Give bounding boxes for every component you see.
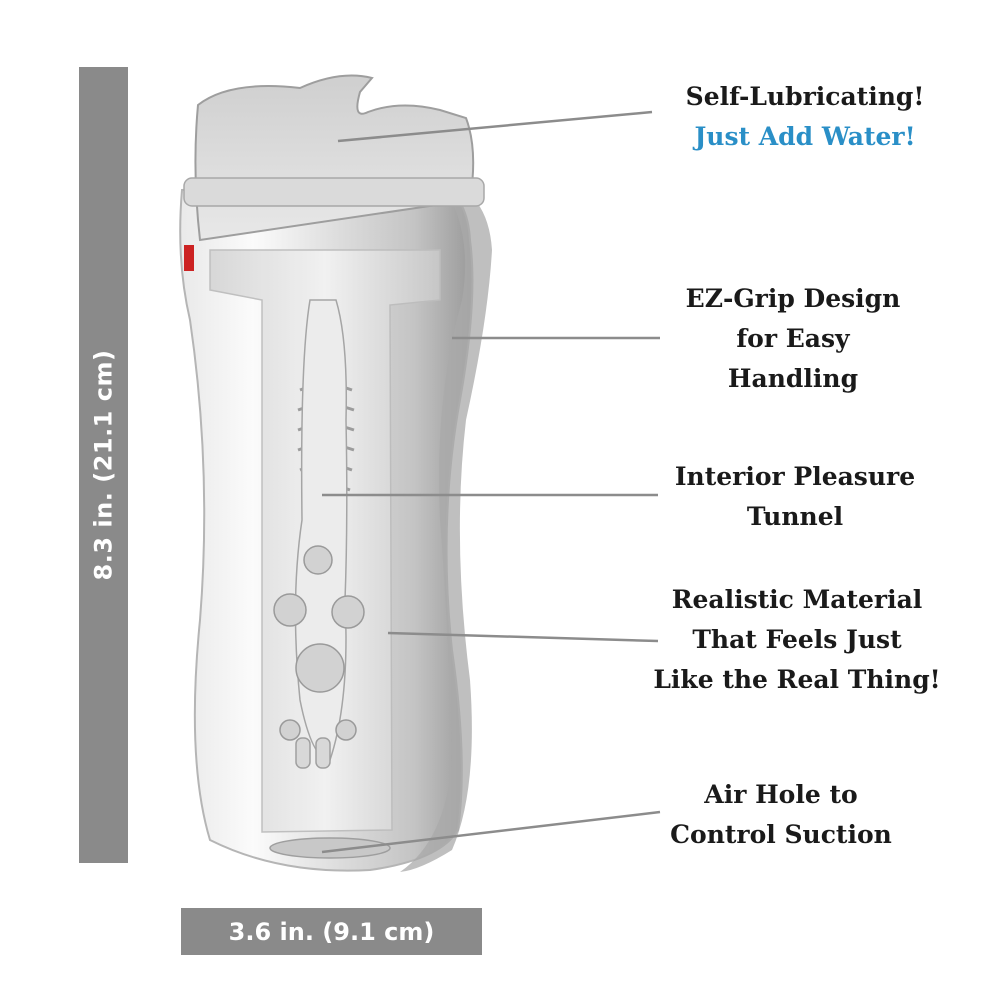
callout-realistic-material: Realistic Material That Feels Just Like … <box>632 580 962 700</box>
leader-line-1 <box>337 110 653 143</box>
callout-line: Control Suction <box>670 820 892 849</box>
callout-line: Tunnel <box>746 502 844 531</box>
leader-line-4 <box>387 631 659 643</box>
callout-line: Handling <box>727 364 859 393</box>
height-label: 8.3 in. (21.1 cm) <box>89 349 118 581</box>
callout-line: That Feels Just <box>692 625 902 654</box>
air-hole-tabs <box>295 737 331 769</box>
callout-line: Interior Pleasure <box>674 462 916 491</box>
callout-line: for Easy <box>736 324 850 353</box>
callout-ez-grip: EZ-Grip Design for Easy Handling <box>628 279 958 399</box>
sleeve-right-edge <box>400 180 492 872</box>
width-dimension-bar: 3.6 in. (9.1 cm) <box>181 908 482 955</box>
callout-line: Like the Real Thing! <box>653 665 941 694</box>
callout-line: Self-Lubricating! <box>685 82 925 111</box>
callout-line: EZ-Grip Design <box>685 284 901 313</box>
leader-lines <box>321 110 661 854</box>
callout-line: Air Hole to <box>704 780 858 809</box>
height-dimension-bar: 8.3 in. (21.1 cm) <box>79 67 128 863</box>
leader-line-5 <box>321 810 661 854</box>
cap-ring <box>183 177 485 207</box>
callout-accent-line: Just Add Water! <box>694 122 916 151</box>
callout-air-hole: Air Hole to Control Suction <box>616 775 946 855</box>
callout-interior-tunnel: Interior Pleasure Tunnel <box>630 457 960 537</box>
air-hole <box>269 837 391 859</box>
callout-line: Realistic Material <box>671 585 923 614</box>
width-label: 3.6 in. (9.1 cm) <box>228 917 435 946</box>
red-mark <box>184 245 194 271</box>
callout-self-lubricating: Self-Lubricating! Just Add Water! <box>640 77 970 157</box>
tunnel-nubs <box>273 545 365 741</box>
